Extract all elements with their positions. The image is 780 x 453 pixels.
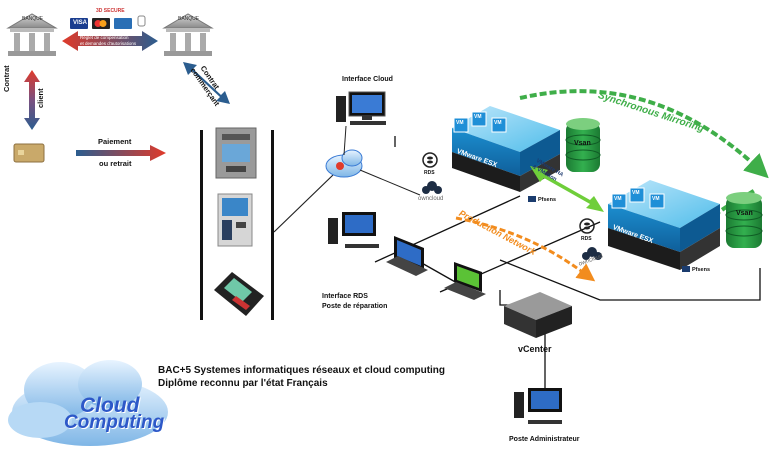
paiement-label-1: Paiement: [98, 137, 132, 146]
esx-server-top: [452, 106, 560, 192]
cloud-to-owncloud-link: [359, 169, 421, 196]
reglement-double-arrow: [62, 31, 158, 51]
reglement-line1: Règlet de compensation: [80, 35, 129, 40]
vsan-bottom-label: Vsan: [736, 210, 753, 217]
rds-desktop-icon: [328, 212, 379, 248]
paiement-arrow: [76, 145, 166, 161]
vm-label-2: VM: [474, 114, 482, 120]
pos-terminal-icon: [214, 272, 264, 316]
vsan-bottom-icon: [725, 192, 763, 248]
production-network-line: [455, 216, 596, 282]
interface-cloud-label: Interface Cloud: [342, 76, 393, 83]
bank-right-label: BANQUE: [178, 16, 200, 22]
vm-label-3: VM: [494, 120, 502, 126]
vmware-ha-arrow: [530, 166, 604, 212]
kiosk-icon: [217, 193, 253, 247]
terminal-to-cloud-link: [273, 174, 334, 233]
logo-word-computing: Computing: [64, 412, 165, 433]
rds-top-label: RDS: [424, 170, 435, 176]
interface-rds-label: Interface RDS: [322, 293, 368, 300]
vm-label-5: VM: [632, 190, 640, 196]
vcenter-label: vCenter: [518, 344, 552, 354]
atm-icon: [215, 127, 257, 179]
owncloud-top-icon: [422, 181, 442, 194]
admin-pc-icon: [514, 388, 562, 424]
poste-reparation-label: Poste de réparation: [322, 303, 388, 310]
rds-bottom-label: RDS: [581, 236, 592, 242]
contrat-commercant-arrow: [183, 62, 230, 104]
rds-laptop-icon: [386, 236, 428, 276]
vm-label-6: VM: [652, 196, 660, 202]
owncloud-bottom-icon: [582, 247, 602, 260]
bank-left-icon: [6, 13, 58, 56]
cloud-computing-logo: [8, 360, 168, 446]
pfsens-top-icon: [528, 196, 536, 202]
payment-cards-icon: [70, 15, 146, 29]
poste-admin-label: Poste Administrateur: [509, 436, 580, 443]
footer-line2: Diplôme reconnu par l'état Français: [158, 378, 328, 389]
credit-card-icon: [13, 143, 45, 163]
rds-top-icon: [422, 152, 438, 168]
secure-label: 3D SECURE: [96, 8, 125, 14]
contrat-client-label-2: client: [36, 88, 45, 108]
vm-label-4: VM: [614, 196, 622, 202]
rds-bottom-icon: [579, 218, 595, 234]
vsan-top-icon: [565, 118, 601, 172]
contrat-client-arrow: [24, 70, 40, 130]
bank-right-icon: [162, 13, 214, 56]
contrat-client-label-1: Contrat: [2, 65, 11, 92]
pfsens-bottom-label: Pfsens: [692, 267, 711, 273]
terminal-bar-left: [200, 130, 203, 320]
footer-line1: BAC+5 Systemes informatiques réseaux et …: [158, 365, 446, 376]
esx-server-bottom: [608, 180, 720, 270]
owncloud-top-label: owncloud: [418, 196, 444, 202]
pfsens-top-label: Pfsens: [538, 197, 557, 203]
cloud-pc-link: [343, 125, 347, 156]
bank-left-label: BANQUE: [22, 16, 44, 22]
terminal-bar-right: [271, 130, 274, 320]
logo-word-cloud: Cloud: [80, 394, 140, 417]
vm-label-1: VM: [456, 120, 464, 126]
vcenter-server-icon: [504, 292, 572, 338]
vsan-top-label: Vsan: [574, 140, 591, 147]
paiement-label-2: ou retrait: [99, 159, 132, 168]
pfsens-bottom-icon: [682, 266, 690, 272]
network-cloud-icon: [325, 149, 363, 178]
visa-label: VISA: [73, 20, 88, 26]
reglement-line2: et demandes d'autorisations: [80, 41, 137, 46]
repair-laptop-icon: [444, 262, 486, 300]
interface-cloud-pc-icon: [336, 91, 386, 125]
